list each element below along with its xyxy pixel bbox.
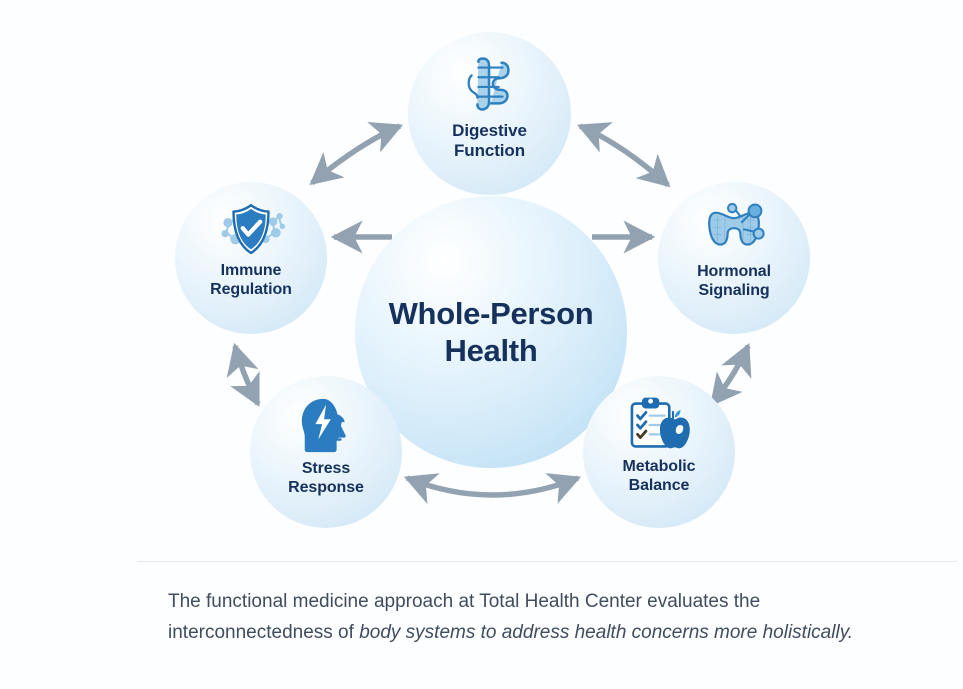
node-immune-regulation-label: Immune Regulation — [210, 261, 292, 299]
connector-digestive-hormonal — [576, 122, 671, 188]
label-line2: Regulation — [210, 281, 292, 298]
label-line1: Metabolic — [622, 458, 696, 475]
connector-stress-metabolic — [403, 473, 582, 504]
node-digestive-function[interactable]: Digestive Function — [408, 32, 571, 195]
node-hormonal-signaling[interactable]: Hormonal Signaling — [658, 182, 810, 334]
hub-title: Whole-Person Health — [389, 295, 594, 369]
connector-hormonal-metabolic — [709, 342, 752, 407]
hub-whole-person-health[interactable]: Whole-Person Health — [355, 196, 627, 468]
node-digestive-function-label: Digestive Function — [452, 121, 527, 161]
connector-immune-stress — [226, 342, 261, 407]
label-line2: Response — [288, 479, 364, 496]
head-lightning-icon — [297, 397, 355, 455]
node-metabolic-balance[interactable]: Metabolic Balance — [583, 376, 735, 528]
caption-line-1: The functional medicine approach at Tota… — [168, 591, 761, 612]
intestine-icon — [459, 54, 521, 116]
clipboard-apple-icon — [628, 397, 690, 453]
label-line1: Digestive — [452, 121, 527, 140]
node-stress-response[interactable]: Stress Response — [250, 376, 402, 528]
node-immune-regulation[interactable]: Immune Regulation — [175, 182, 327, 334]
thyroid-molecule-icon — [703, 202, 765, 257]
caption-text: The functional medicine approach at Tota… — [168, 586, 868, 648]
label-line2: Signaling — [698, 282, 770, 299]
hub-title-line1: Whole-Person — [388, 296, 594, 331]
label-line1: Immune — [220, 262, 282, 279]
caption-line-2-upright: interconnectedness of — [168, 622, 360, 643]
label-line2: Function — [454, 141, 525, 160]
node-metabolic-balance-label: Metabolic Balance — [623, 457, 696, 495]
node-hormonal-signaling-label: Hormonal Signaling — [697, 262, 771, 300]
connector-immune-digestive — [309, 122, 404, 186]
label-line1: Hormonal — [697, 263, 771, 280]
whole-person-health-diagram: Whole-Person Health — [175, 32, 810, 528]
label-line2: Balance — [628, 477, 690, 494]
label-line1: Stress — [301, 460, 351, 477]
node-stress-response-label: Stress Response — [288, 459, 364, 497]
caption-line-2-italic: body systems to address health concerns … — [359, 622, 854, 643]
footer-divider — [137, 561, 957, 562]
hub-title-line2: Health — [444, 333, 538, 368]
connector-arrows-layer — [226, 122, 752, 504]
shield-check-molecule-icon — [216, 203, 286, 257]
caption-line-2: interconnectedness of body systems to ad… — [168, 617, 868, 648]
